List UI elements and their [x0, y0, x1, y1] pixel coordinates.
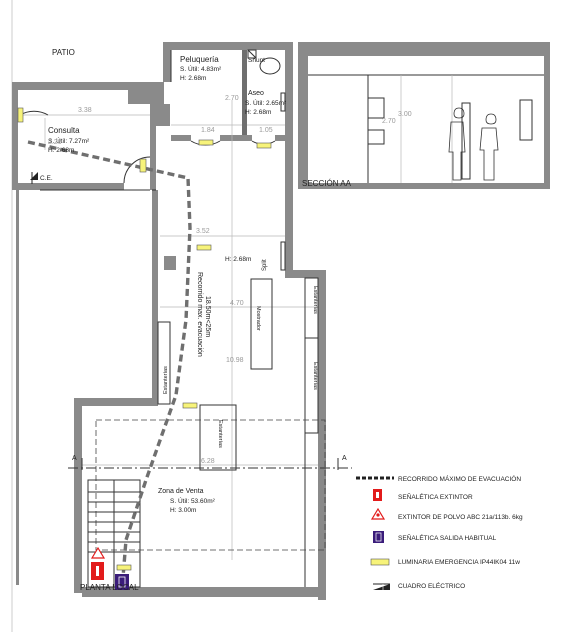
- plan-signs: [90, 546, 129, 590]
- ce-label: C.E.: [40, 175, 53, 182]
- section-aa: 2.70 3.00 SECCIÓN AA: [298, 42, 550, 189]
- route-label-1: Recorrido max. evacuación: [196, 272, 203, 357]
- section-title: SECCIÓN AA: [302, 179, 352, 188]
- legend: RECORRIDO MÁXIMO DE EVACUACIÓN SEÑALÉTIC…: [356, 474, 523, 590]
- consulta-area: S. Útil: 7.27m²: [48, 136, 90, 145]
- electric-panel-icon: [373, 583, 390, 590]
- section-dim-2-70: 2.70: [382, 118, 396, 125]
- emergency-light-icon: [198, 139, 214, 146]
- zona-venta-outline: [95, 419, 326, 551]
- aseo-name: Aseo: [248, 90, 264, 97]
- zona-venta-area: S. Útil: 53.60m²: [170, 496, 216, 505]
- emergency-light-icon: [139, 158, 147, 173]
- electric-panel-icon: [30, 172, 38, 180]
- legend-label-1: SEÑALÉTICA EXTINTOR: [398, 492, 473, 501]
- legend-label-5: CUADRO ELÉCTRICO: [398, 581, 465, 590]
- evacuation-route: [27, 140, 192, 591]
- estanterias-right-top: Estanterías: [312, 286, 318, 314]
- section-marker-right: A: [342, 455, 347, 462]
- section-dim-3-00: 3.00: [398, 111, 412, 118]
- dim-1-84: 1.84: [201, 127, 215, 134]
- corridor-height: H: 2.68m: [225, 256, 251, 263]
- estanterias-left: Estanterías: [163, 366, 169, 394]
- dim-1-05: 1.05: [259, 127, 273, 134]
- legend-label-3: SEÑALÉTICA SALIDA HABITUAL: [398, 533, 497, 542]
- legend-label-0: RECORRIDO MÁXIMO DE EVACUACIÓN: [398, 474, 521, 483]
- aseo-area: S. Útil: 2.65m²: [245, 98, 287, 107]
- counter: [250, 278, 273, 370]
- electric-panel: [30, 172, 38, 184]
- dim-4-70: 4.70: [230, 300, 244, 307]
- dim-3-38: 3.38: [78, 107, 92, 114]
- legend-label-4: LUMINARIA EMERGENCIA IP44IK04 11w: [398, 559, 520, 566]
- emergency-light-icon: [256, 142, 272, 149]
- emergency-light-icon: [196, 244, 212, 251]
- dim-10-98: 10.98: [226, 357, 244, 364]
- consulta-name: Consulta: [48, 126, 80, 135]
- shunt-label: Shunt: [248, 57, 265, 64]
- exit-sign-icon: [373, 531, 384, 543]
- peluqueria-name: Peluquería: [180, 55, 219, 64]
- emergency-light-icon: [370, 558, 390, 566]
- emergency-light-icon: [182, 402, 198, 409]
- zona-venta-height: H: 3.00m: [170, 507, 196, 514]
- consulta-height: H: 2.68m: [48, 147, 74, 154]
- zona-venta-name: Zona de Venta: [158, 488, 204, 495]
- legend-label-2: EXTINTOR DE POLVO ABC 21a/113b. 6kg: [398, 514, 523, 521]
- peluqueria-area: S. Útil: 4.83m²: [180, 64, 222, 73]
- estanterias-center: Estanterías: [217, 420, 223, 448]
- dim-2-70: 2.70: [225, 95, 239, 102]
- emergency-light-icon: [17, 107, 24, 123]
- emergency-light-icon: [116, 564, 132, 571]
- dim-3-52: 3.52: [196, 228, 210, 235]
- section-marker-left: A: [72, 455, 77, 462]
- extinguisher-icon: [90, 546, 106, 559]
- exit-sign-icon: [115, 574, 129, 590]
- emergency-lights: [17, 107, 272, 571]
- person-figure: [448, 107, 466, 181]
- dim-6-28: 6.28: [201, 458, 215, 465]
- route-label-2: 18.50m<25m: [204, 296, 211, 337]
- estanterias-right-bottom: Estanterías: [312, 362, 318, 390]
- aseo-height: H: 2.68m: [245, 109, 271, 116]
- mostrador-label: Mostrador: [255, 306, 261, 331]
- patio-label: PATIO: [52, 48, 75, 57]
- dim-2-20: 2.20: [48, 139, 62, 146]
- planta-label: PLANTA LOCAL: [80, 583, 139, 592]
- split-label: Split: [262, 259, 268, 271]
- person-figure: [479, 113, 499, 181]
- walls: [12, 42, 326, 600]
- peluqueria-height: H: 2.68m: [180, 75, 206, 82]
